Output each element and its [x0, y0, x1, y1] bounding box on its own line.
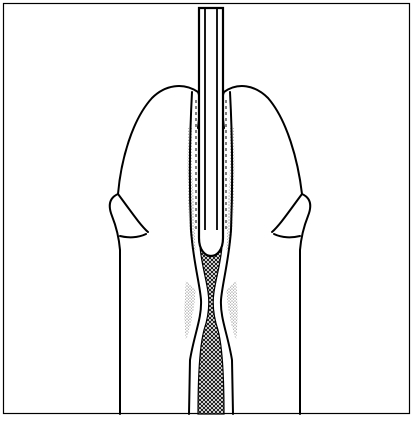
catheter-tube-icon: [196, 8, 226, 256]
lubricant-gel: [198, 246, 224, 414]
